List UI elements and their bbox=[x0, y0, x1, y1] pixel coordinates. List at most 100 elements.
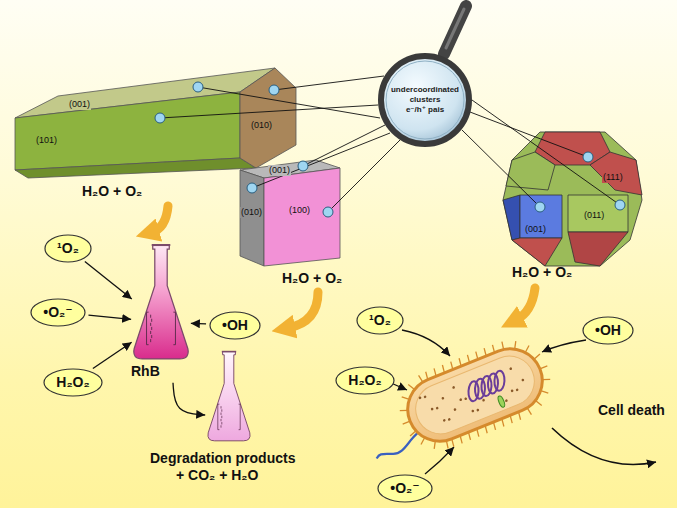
magnifier-handle bbox=[446, 9, 464, 48]
flask-body bbox=[208, 383, 250, 440]
ribosome-dots bbox=[464, 397, 467, 400]
process-arrow bbox=[288, 292, 318, 328]
facet-label: (001) bbox=[68, 99, 91, 110]
flask-scale bbox=[147, 312, 176, 345]
polyhedron-crystal bbox=[503, 132, 642, 266]
polyhedron-crystal bbox=[506, 152, 555, 190]
flask-caption: Degradation products bbox=[150, 450, 330, 467]
lens-outline bbox=[377, 52, 473, 148]
species-ellipse: •OH bbox=[209, 311, 261, 340]
leader-line bbox=[472, 100, 620, 205]
flask-scale bbox=[221, 409, 222, 411]
ellipse-shape bbox=[336, 367, 394, 394]
facet-label: (111) bbox=[602, 172, 624, 183]
flask-scale bbox=[221, 425, 222, 427]
ribosome-dots bbox=[510, 389, 513, 392]
cluster-dot bbox=[155, 82, 625, 217]
ellipse-outline bbox=[335, 366, 395, 395]
bacterium bbox=[398, 339, 552, 451]
process-arrow bbox=[152, 206, 535, 328]
cluster-dot bbox=[247, 183, 257, 193]
species-name: ¹O₂ bbox=[356, 312, 404, 329]
cluster-dot bbox=[269, 85, 279, 95]
reactant-label: H₂O + O₂ bbox=[82, 183, 142, 200]
prism-crystal bbox=[240, 68, 296, 168]
prism-crystal bbox=[15, 92, 240, 170]
polyhedron-crystal bbox=[568, 195, 628, 232]
ellipse-outline bbox=[377, 474, 433, 503]
flask-scale bbox=[151, 327, 152, 330]
ellipse-shape bbox=[31, 299, 85, 326]
lens-rim bbox=[386, 61, 464, 139]
ribosome-dots bbox=[418, 396, 421, 399]
species-name: H₂O₂ bbox=[43, 374, 103, 391]
dna-coil bbox=[494, 371, 505, 391]
flask-lip bbox=[152, 244, 171, 246]
leader-line bbox=[252, 133, 390, 188]
ribosome-dots bbox=[482, 398, 485, 401]
leader-line bbox=[470, 112, 588, 157]
magnifier-handle bbox=[444, 6, 466, 54]
flask-drawing bbox=[205, 350, 253, 444]
attack-arrow bbox=[402, 330, 450, 356]
ribosome-dots bbox=[521, 378, 524, 381]
species-name: •OH bbox=[209, 317, 261, 334]
leader-line bbox=[328, 140, 400, 212]
species-ellipse: •O₂⁻ bbox=[377, 474, 433, 503]
ellipse-shape bbox=[357, 307, 403, 334]
flask-scale bbox=[151, 335, 152, 338]
flask: Degradation products+ CO₂ + H₂O bbox=[150, 350, 330, 484]
facet-label: (011) bbox=[583, 210, 605, 221]
facet-label: (101) bbox=[35, 135, 58, 146]
process-arrow bbox=[152, 206, 168, 232]
reaction-arrow bbox=[88, 315, 131, 319]
flask-scale bbox=[221, 416, 222, 418]
attack-arrow bbox=[391, 383, 407, 390]
flask-glass bbox=[134, 245, 188, 359]
ellipse-outline bbox=[582, 316, 634, 345]
leader-line bbox=[274, 76, 384, 90]
ribosome-dots bbox=[448, 418, 451, 421]
ribosome-dots bbox=[423, 395, 426, 398]
flask-caption-line: + CO₂ + H₂O bbox=[150, 467, 330, 484]
ellipse-outline bbox=[30, 298, 86, 327]
flask-scale bbox=[218, 404, 240, 429]
flask: RhB bbox=[125, 243, 197, 380]
flask-scale bbox=[150, 331, 151, 334]
species-ellipse: ¹O₂ bbox=[44, 234, 92, 263]
polyhedron-crystal bbox=[520, 195, 562, 238]
polyhedron-crystal bbox=[590, 152, 642, 195]
ribosome-dots bbox=[459, 398, 462, 401]
cluster-dot bbox=[583, 152, 593, 162]
reactant-label: H₂O + O₂ bbox=[282, 270, 342, 287]
facet-label: (001) bbox=[268, 165, 291, 176]
outcome-label: Cell death bbox=[598, 402, 665, 419]
flask-scale bbox=[221, 406, 222, 408]
flask-drawing bbox=[130, 243, 192, 363]
cube-crystal bbox=[240, 160, 340, 266]
flask-caption: RhB bbox=[125, 363, 197, 380]
leader-line bbox=[160, 105, 378, 118]
reaction-arrow bbox=[93, 342, 132, 368]
lens-ring bbox=[381, 56, 469, 144]
cluster-dot bbox=[155, 113, 165, 123]
species-ellipse: •OH bbox=[582, 316, 634, 345]
ellipse-shape bbox=[583, 317, 633, 344]
reaction-arrow bbox=[173, 383, 205, 415]
cluster-dot bbox=[535, 202, 545, 212]
ribosome-dots bbox=[435, 406, 438, 409]
species-name: •O₂⁻ bbox=[377, 480, 433, 497]
flask-glass bbox=[208, 352, 250, 441]
leader-line bbox=[198, 87, 380, 118]
ribosome-dots bbox=[509, 367, 512, 370]
flask-scale bbox=[150, 323, 151, 326]
reaction-arrow bbox=[191, 323, 206, 325]
ellipse-outline bbox=[356, 306, 404, 335]
flask-scale bbox=[221, 413, 222, 415]
bacterium bbox=[408, 349, 542, 442]
process-arrow bbox=[516, 288, 535, 320]
ribosome-dots bbox=[515, 388, 518, 391]
polyhedron-crystal bbox=[512, 238, 562, 266]
